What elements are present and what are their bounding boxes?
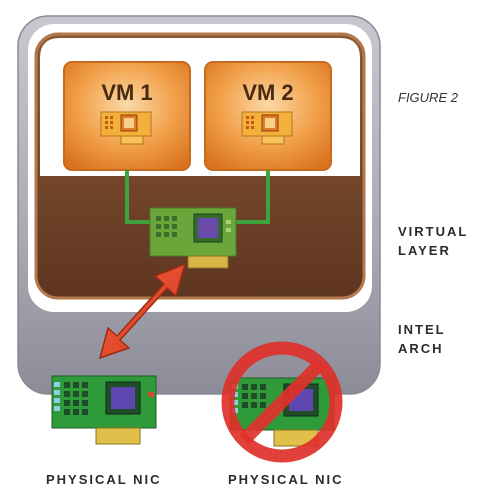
physical-nic-1-label: PHYSICAL NIC bbox=[46, 472, 162, 487]
virtual-layer-label: VIRTUAL LAYER bbox=[398, 222, 468, 260]
intel-arch-label-line2: ARCH bbox=[398, 341, 444, 356]
vm-1-label: VM 1 bbox=[101, 80, 152, 105]
physical-nic-2-label: PHYSICAL NIC bbox=[228, 472, 344, 487]
vm-2-label: VM 2 bbox=[242, 80, 293, 105]
physical-nic-1-icon bbox=[51, 375, 157, 445]
virtual-layer-label-line2: LAYER bbox=[398, 243, 451, 258]
virtual-layer-label-line1: VIRTUAL bbox=[398, 224, 469, 239]
vm-2-nic-icon bbox=[241, 111, 293, 145]
vm-1-nic-icon bbox=[100, 111, 152, 145]
vm-1: VM 1 bbox=[63, 61, 191, 171]
vm-connections bbox=[125, 170, 270, 224]
virtual-nic-icon bbox=[149, 207, 237, 269]
connection-arrow bbox=[98, 262, 187, 360]
intel-arch-label: INTEL ARCH bbox=[398, 320, 446, 358]
intel-arch-label-line1: INTEL bbox=[398, 322, 446, 337]
prohibited-icon bbox=[221, 341, 343, 463]
figure-label: FIGURE 2 bbox=[398, 90, 458, 105]
vm-2: VM 2 bbox=[204, 61, 332, 171]
